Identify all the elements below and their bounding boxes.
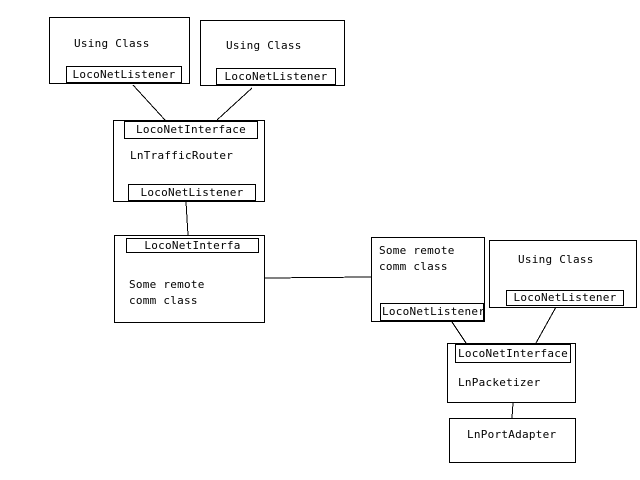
class-title-line1: Some remote — [379, 244, 455, 257]
edge-remotecomm-left-to-remotecomm-right — [264, 276, 372, 279]
edge-usingclass-right-to-lnpacketizer — [535, 306, 557, 344]
edge-usingclass-topmid-to-lntrafficrouter — [216, 87, 253, 121]
listener-badge: LocoNetListener — [506, 290, 624, 306]
class-title: LnPacketizer — [458, 376, 541, 389]
interface-badge: LocoNetInterface — [124, 121, 258, 139]
class-box-using-class-right: Using Class LocoNetListener — [489, 240, 637, 308]
listener-badge: LocoNetListener — [128, 184, 256, 201]
listener-badge-label: LocoNetListener — [140, 186, 244, 199]
interface-badge-label: LocoNetInterfa — [144, 239, 241, 252]
class-title: Using Class — [518, 253, 594, 266]
class-title: Using Class — [74, 37, 150, 50]
interface-badge: LocoNetInterfa — [126, 238, 259, 253]
class-title-line2: comm class — [379, 260, 448, 273]
listener-badge: LocoNetListener — [216, 68, 336, 85]
listener-badge: LocoNetListener — [66, 66, 182, 83]
edge-usingclass-topleft-to-lntrafficrouter — [132, 84, 166, 121]
edge-lntrafficrouter-to-remotecomm-left — [185, 201, 189, 236]
class-box-ln-packetizer: LocoNetInterface LnPacketizer — [447, 343, 576, 403]
class-title: Some remote comm class — [379, 243, 455, 275]
class-title-line1: Some remote — [129, 278, 205, 291]
class-box-remote-comm-left: LocoNetInterfa Some remote comm class — [114, 235, 265, 323]
class-title-line2: comm class — [129, 294, 198, 307]
interface-badge-label: LocoNetInterface — [458, 347, 568, 360]
class-title: Some remote comm class — [129, 277, 205, 309]
edge-remotecomm-right-to-lnpacketizer — [451, 321, 467, 344]
class-box-using-class-top-mid: Using Class LocoNetListener — [200, 20, 345, 86]
listener-badge-label: LocoNetListener — [382, 305, 484, 318]
class-title: LnPortAdapter — [467, 428, 557, 441]
interface-badge-label: LocoNetInterface — [136, 123, 246, 136]
listener-badge-label: LocoNetListener — [224, 70, 328, 83]
listener-badge-label: LocoNetListener — [513, 291, 617, 304]
class-box-using-class-top-left: Using Class LocoNetListener — [49, 17, 190, 84]
class-box-ln-port-adapter: LnPortAdapter — [449, 418, 576, 463]
interface-badge: LocoNetInterface — [455, 344, 571, 363]
listener-badge: LocoNetListener — [380, 303, 484, 321]
class-title: Using Class — [226, 39, 302, 52]
edge-lnpacketizer-to-lnportadapter — [511, 402, 514, 419]
class-box-remote-comm-right: Some remote comm class LocoNetListener — [371, 237, 485, 322]
class-box-ln-traffic-router: LocoNetInterface LnTrafficRouter LocoNet… — [113, 120, 265, 202]
listener-badge-label: LocoNetListener — [72, 68, 176, 81]
class-title: LnTrafficRouter — [130, 149, 234, 162]
